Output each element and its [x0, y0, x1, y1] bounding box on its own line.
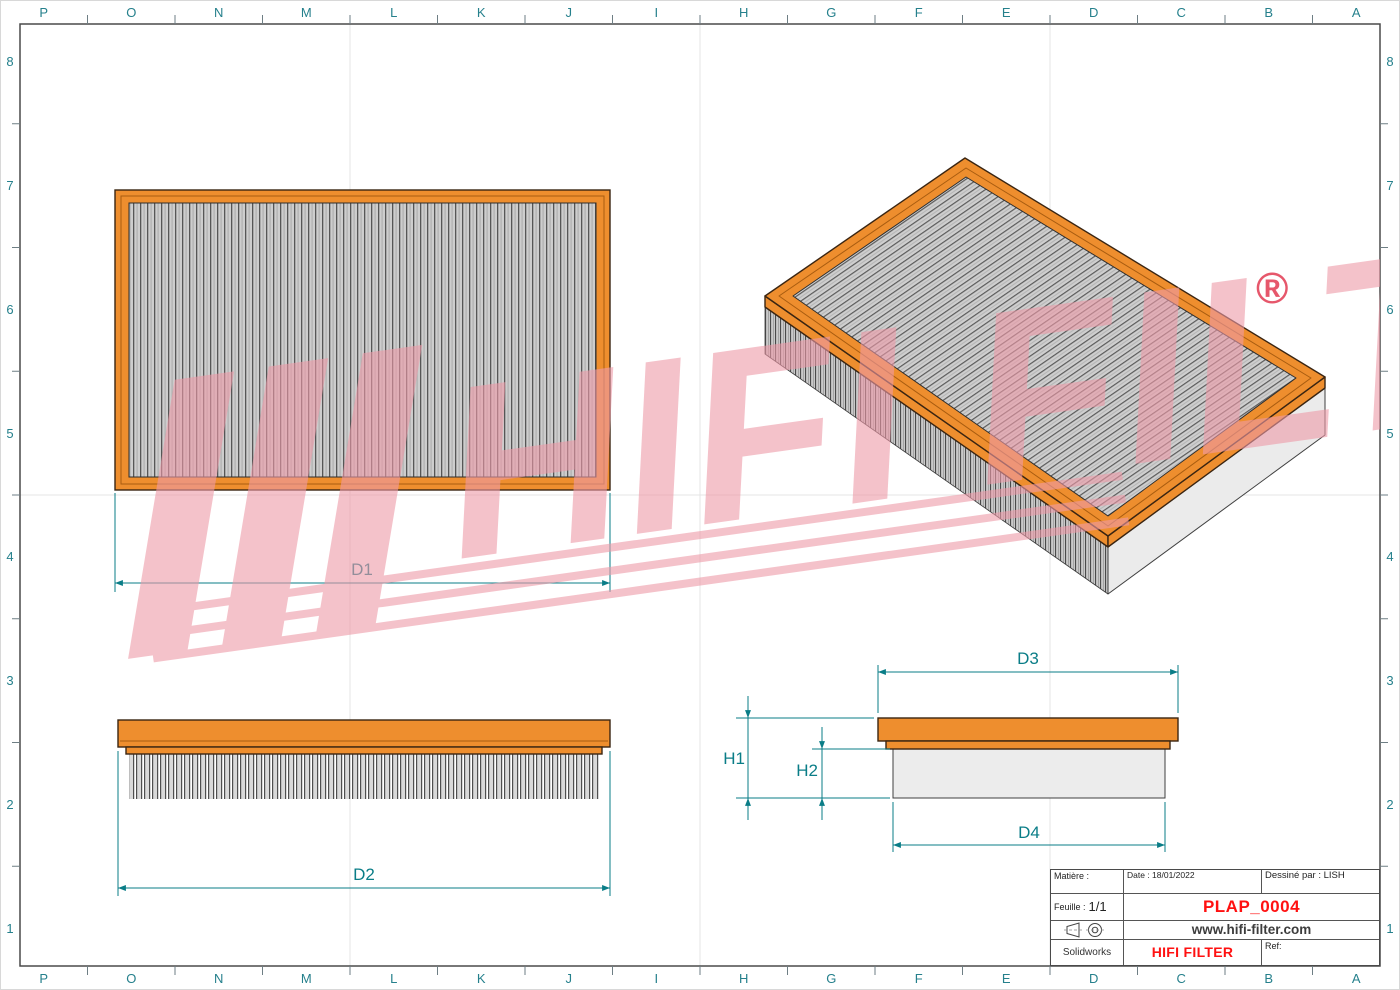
grid-col-label: B	[1264, 4, 1274, 20]
projection-angle-icon	[1064, 922, 1104, 938]
grid-row-label: 6	[1386, 301, 1394, 317]
grid-col-label: D	[1089, 970, 1099, 986]
grid-row-label: 6	[6, 301, 14, 317]
grid-col-label: C	[1176, 4, 1186, 20]
grid-col-label: G	[826, 4, 837, 20]
grid-col-label: J	[565, 4, 573, 20]
grid-col-label: G	[826, 970, 837, 986]
grid-col-label: J	[565, 970, 573, 986]
grid-col-label: I	[654, 970, 659, 986]
end-view-body	[892, 748, 1166, 799]
grid-row-label: 2	[1386, 796, 1394, 812]
grid-row-label: 7	[6, 178, 14, 194]
grid-row-label: 5	[1386, 425, 1394, 441]
title-block: Matière : Date : 18/01/2022 Dessiné par …	[1050, 869, 1380, 966]
dimension-label-h2: H2	[796, 761, 818, 780]
dimension-label-d4: D4	[1018, 823, 1040, 842]
grid-col-label: N	[214, 970, 224, 986]
grid-col-label: E	[1001, 970, 1011, 986]
grid-row-label: 8	[1386, 54, 1394, 70]
grid-row-label: 8	[6, 54, 14, 70]
grid-row-label: 2	[6, 796, 14, 812]
grid-row-label: 3	[6, 673, 14, 689]
grid-col-label: E	[1001, 4, 1011, 20]
part-number: PLAP_0004	[1202, 897, 1301, 917]
dimension-h2: H2	[796, 727, 825, 820]
end-view	[877, 717, 1179, 799]
side-view	[117, 719, 611, 799]
grid-col-label: K	[476, 970, 486, 986]
grid-col-label: N	[214, 4, 224, 20]
dimension-h1: H1	[723, 696, 890, 820]
grid-row-label: 7	[1386, 178, 1394, 194]
grid-col-label: L	[390, 970, 398, 986]
iso-pleated-media	[792, 176, 1297, 517]
zone-boundary-ticks	[12, 15, 1388, 975]
grid-col-label: I	[654, 4, 659, 20]
grid-col-label: F	[914, 4, 923, 20]
sheet-label: Feuille :	[1054, 901, 1086, 912]
ref-label: Ref:	[1265, 941, 1282, 951]
dimension-label-d2: D2	[353, 865, 375, 884]
grid-col-label: M	[300, 970, 312, 986]
grid-col-label: B	[1264, 970, 1274, 986]
grid-col-label: A	[1351, 970, 1361, 986]
grid-col-label: F	[914, 970, 923, 986]
dimension-label-d3: D3	[1017, 649, 1039, 668]
brand-name: HIFI FILTER	[1151, 944, 1234, 961]
grid-col-label: O	[126, 4, 137, 20]
grid-numbers-left: 8 7 6 5 4 3 2 1	[0, 0, 20, 990]
dimension-d3: D3	[877, 649, 1179, 713]
isometric-view	[764, 157, 1326, 595]
grid-col-label: H	[739, 4, 749, 20]
grid-col-label: D	[1089, 4, 1099, 20]
dimension-d4: D4	[892, 802, 1166, 852]
website-text: www.hifi-filter.com	[1191, 922, 1312, 938]
grid-row-label: 4	[1386, 549, 1394, 565]
grid-col-label: A	[1351, 4, 1361, 20]
grid-col-label: C	[1176, 970, 1186, 986]
grid-row-label: 4	[6, 549, 14, 565]
grid-row-label: 5	[6, 425, 14, 441]
grid-col-label: O	[126, 970, 137, 986]
dimension-label-h1: H1	[723, 749, 745, 768]
sheet-number: 1/1	[1088, 898, 1107, 914]
grid-col-label: P	[39, 970, 49, 986]
grid-col-label: M	[300, 4, 312, 20]
grid-col-label: H	[739, 970, 749, 986]
grid-col-label: L	[390, 4, 398, 20]
grid-row-label: 1	[1386, 920, 1394, 936]
grid-numbers-right: 8 7 6 5 4 3 2 1	[1380, 0, 1400, 990]
material-label: Matière :	[1054, 871, 1090, 881]
grid-row-label: 3	[1386, 673, 1394, 689]
drawn-by-label: Dessiné par : LISH	[1265, 870, 1345, 881]
grid-row-label: 1	[6, 920, 14, 936]
grid-col-label: P	[39, 4, 49, 20]
grid-col-label: K	[476, 4, 486, 20]
registered-trademark-icon: ®	[1256, 264, 1288, 313]
dimension-d2: D2	[117, 751, 611, 896]
date-label: Date : 18/01/2022	[1127, 870, 1195, 880]
cad-software-label: Solidworks	[1062, 946, 1112, 958]
side-view-pleats	[129, 753, 599, 799]
